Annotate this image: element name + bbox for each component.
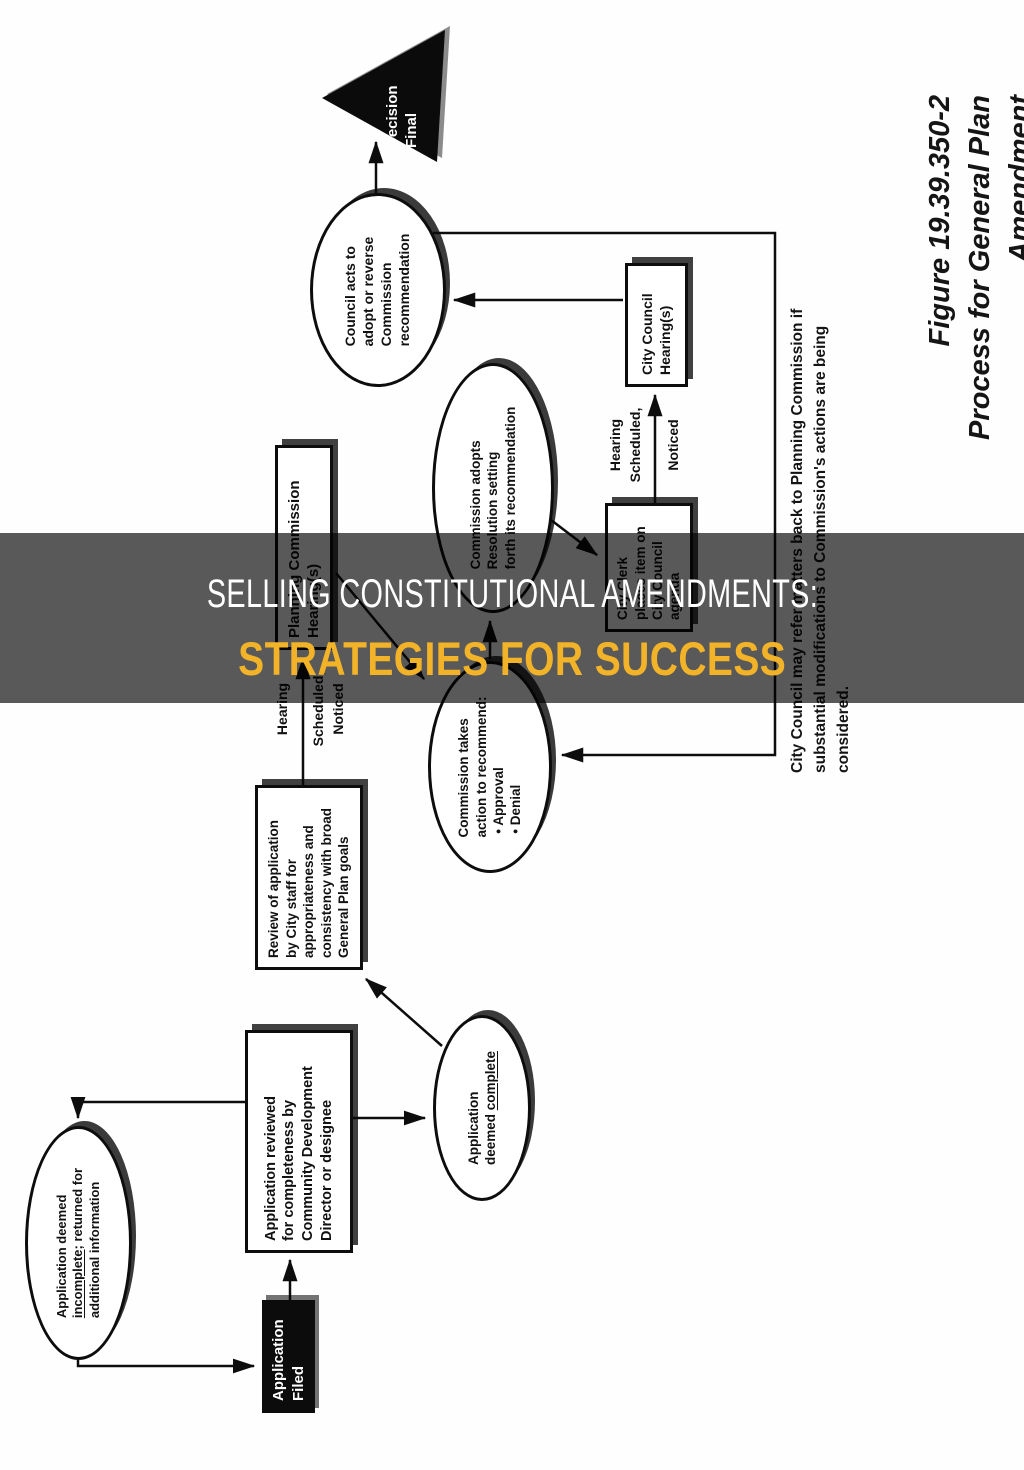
node-application-complete-label: Application deemed complete [465,1045,500,1171]
complete-text-underlined: complete [483,1050,498,1111]
node-application-complete: Application deemed complete [433,1015,531,1201]
node-application-incomplete-label: Application deemed incomplete; returned … [54,1162,104,1324]
arrow-reviewed-to-incomplete [70,1096,245,1120]
arrow-incomplete-to-filed [76,1358,256,1374]
node-application-reviewed: Application reviewed for completeness by… [245,1030,353,1253]
title-banner-overlay: SELLING CONSTITUTIONAL AMENDMENTS: STRAT… [0,533,1024,703]
figure-title-line2: Process for General Plan Amendment [964,95,1024,440]
node-council-acts: Council acts to adopt or reverse Commiss… [310,193,446,387]
node-application-reviewed-label: Application reviewed for completeness by… [262,1066,335,1241]
incomplete-text-pre: Application deemed [53,1194,69,1319]
node-commission-takes-action-label: Commission takes action to recommend: • … [456,696,524,838]
arrow-complete-to-review [365,978,443,1047]
incomplete-text-underlined: incomplete [70,1249,86,1319]
banner-line1: SELLING CONSTITUTIONAL AMENDMENTS: [206,572,818,616]
node-application-filed-label: Application Filed [270,1319,307,1401]
label-scheduled-b: Scheduled, [627,407,643,483]
arrow-refer-back-loop [433,231,777,763]
decision-final-label: Decision Final [384,85,420,148]
node-review-application-label: Review of application by City staff for … [266,807,352,958]
figure-title-line1: Figure 19.39.350-2 [924,95,956,347]
banner-line2: STRATEGIES FOR SUCCESS [237,632,787,685]
node-application-filed: Application Filed [262,1300,315,1413]
node-application-incomplete: Application deemed incomplete; returned … [25,1126,132,1360]
node-council-acts-label: Council acts to adopt or reverse Commiss… [342,233,412,347]
node-city-council-hearing-label: City Council Hearing(s) [638,293,673,375]
decision-triangle [322,30,445,162]
label-noticed-b: Noticed [665,419,681,471]
node-city-council-hearing: City Council Hearing(s) [625,263,688,387]
label-hearing-b: Hearing [607,418,623,472]
node-review-application: Review of application by City staff for … [255,785,363,970]
